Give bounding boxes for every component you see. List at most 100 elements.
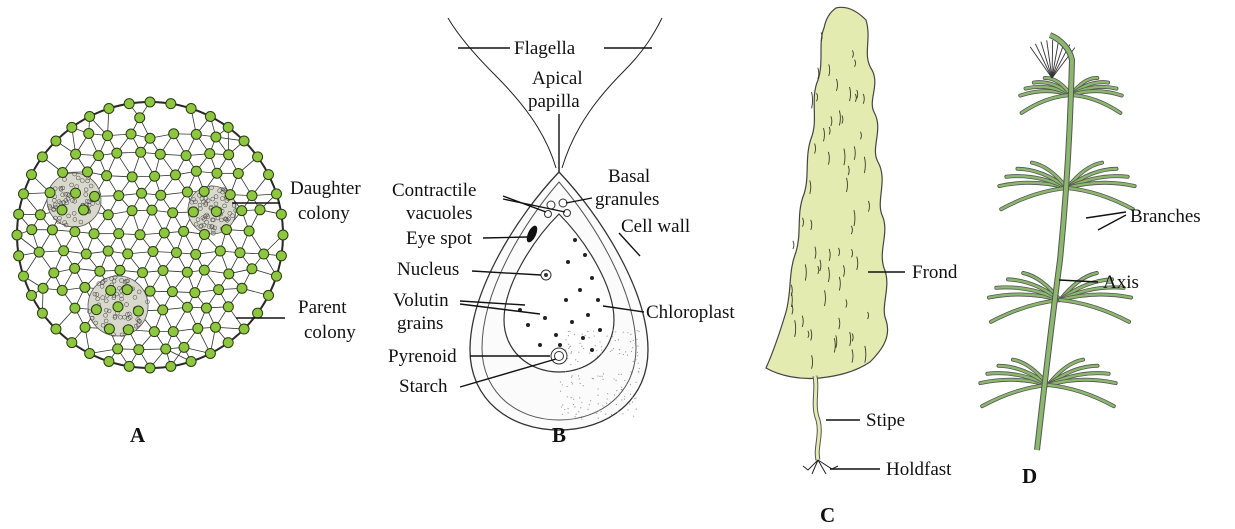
stipple-dot: [600, 353, 601, 354]
stipple-dot: [637, 345, 638, 346]
contractile-vacuoles-label-1: Contractile: [392, 180, 476, 201]
colony-cell: [179, 342, 189, 352]
stipple-dot: [637, 330, 638, 331]
colony-cell: [145, 286, 155, 296]
colony-cell: [35, 210, 45, 220]
stipple-dot: [571, 382, 572, 383]
colony-cell: [135, 230, 145, 240]
pyrenoid-label: Pyrenoid: [388, 346, 457, 367]
stipple-dot: [581, 402, 582, 403]
stipple-dot: [635, 359, 636, 360]
colony-cell: [127, 206, 137, 216]
branches-label: Branches: [1130, 206, 1201, 227]
colony-cell: [70, 303, 80, 313]
colony-cell: [102, 171, 112, 181]
stipple-dot: [570, 353, 571, 354]
stipple-dot: [634, 398, 635, 399]
stipple-dot: [567, 396, 568, 397]
stipple-dot: [611, 414, 612, 415]
stipple-dot: [635, 343, 636, 344]
colony-cell: [85, 349, 95, 359]
volutin-grain: [578, 288, 582, 292]
stipple-dot: [582, 334, 583, 335]
colony-cell: [122, 285, 132, 295]
colony-cell: [188, 207, 198, 217]
stipple-dot: [627, 355, 628, 356]
colony-cell: [78, 205, 88, 215]
stipple-dot: [571, 397, 572, 398]
panel-b-letter: B: [552, 423, 566, 447]
colony-cell: [253, 308, 263, 318]
stipple-dot: [567, 386, 568, 387]
stipple-dot: [597, 395, 598, 396]
stipple-dot: [560, 390, 561, 391]
stipple-dot: [613, 330, 614, 331]
panel-d-letter: D: [1022, 464, 1037, 488]
frond-blade: [766, 7, 888, 378]
stipple-dot: [637, 355, 638, 356]
volutin-grain: [558, 343, 562, 347]
stipple-dot: [580, 383, 581, 384]
stipple-dot: [569, 346, 570, 347]
stipple-dot: [624, 398, 625, 399]
stipple-dot: [614, 394, 615, 395]
stipple-dot: [597, 356, 598, 357]
panel-a-letter: A: [130, 423, 146, 447]
colony-cell: [51, 136, 61, 146]
colony-cell: [70, 263, 80, 273]
stipple-dot: [594, 335, 595, 336]
stipple-dot: [562, 384, 563, 385]
stipple-dot: [610, 351, 611, 352]
colony-cell: [19, 271, 29, 281]
stipple-dot: [619, 349, 620, 350]
panel-c-letter: C: [820, 503, 835, 527]
colony-cell: [85, 111, 95, 121]
colony-cell: [104, 324, 114, 334]
basal-granules-label-2: granules: [595, 189, 659, 210]
colony-cell: [26, 170, 36, 180]
colony-cell: [237, 283, 247, 293]
stipple-dot: [562, 404, 563, 405]
stipple-dot: [613, 348, 614, 349]
stipple-dot: [602, 405, 603, 406]
colony-cell: [276, 251, 286, 261]
stipple-dot: [627, 409, 628, 410]
colony-cell: [158, 305, 168, 315]
stipple-dot: [599, 341, 600, 342]
branch: [1060, 300, 1129, 322]
colony-cell: [223, 302, 233, 312]
parent-colony-label-1: Parent: [298, 297, 347, 318]
stipple-dot: [583, 348, 584, 349]
stipple-dot: [606, 403, 607, 404]
stipple-dot: [601, 350, 602, 351]
colony-cell: [82, 167, 92, 177]
colony-cell: [224, 150, 234, 160]
stipple-dot: [583, 385, 584, 386]
stipple-dot: [630, 334, 631, 335]
colony-cell: [211, 132, 221, 142]
colony-cell: [199, 229, 209, 239]
stipple-dot: [621, 399, 622, 400]
stipple-dot: [568, 412, 569, 413]
colony-cell: [112, 148, 122, 158]
stipple-dot: [575, 414, 576, 415]
colony-cell: [145, 363, 155, 373]
stipple-dot: [578, 352, 579, 353]
axis-pointer: [1059, 280, 1098, 282]
colony-cell: [166, 361, 176, 371]
branch: [1071, 95, 1120, 113]
stipple-dot: [629, 404, 630, 405]
colony-cell: [135, 113, 145, 123]
stipple-dot: [602, 379, 603, 380]
colony-cell: [124, 99, 134, 109]
stipple-dot: [615, 380, 616, 381]
pyrenoid-shape: [551, 348, 567, 364]
stipple-dot: [589, 337, 590, 338]
colony-cell: [38, 283, 48, 293]
stipple-dot: [622, 413, 623, 414]
stipple-dot: [573, 399, 574, 400]
colony-cell: [37, 308, 47, 318]
stipple-dot: [567, 358, 568, 359]
axis-label: Axis: [1103, 272, 1139, 293]
